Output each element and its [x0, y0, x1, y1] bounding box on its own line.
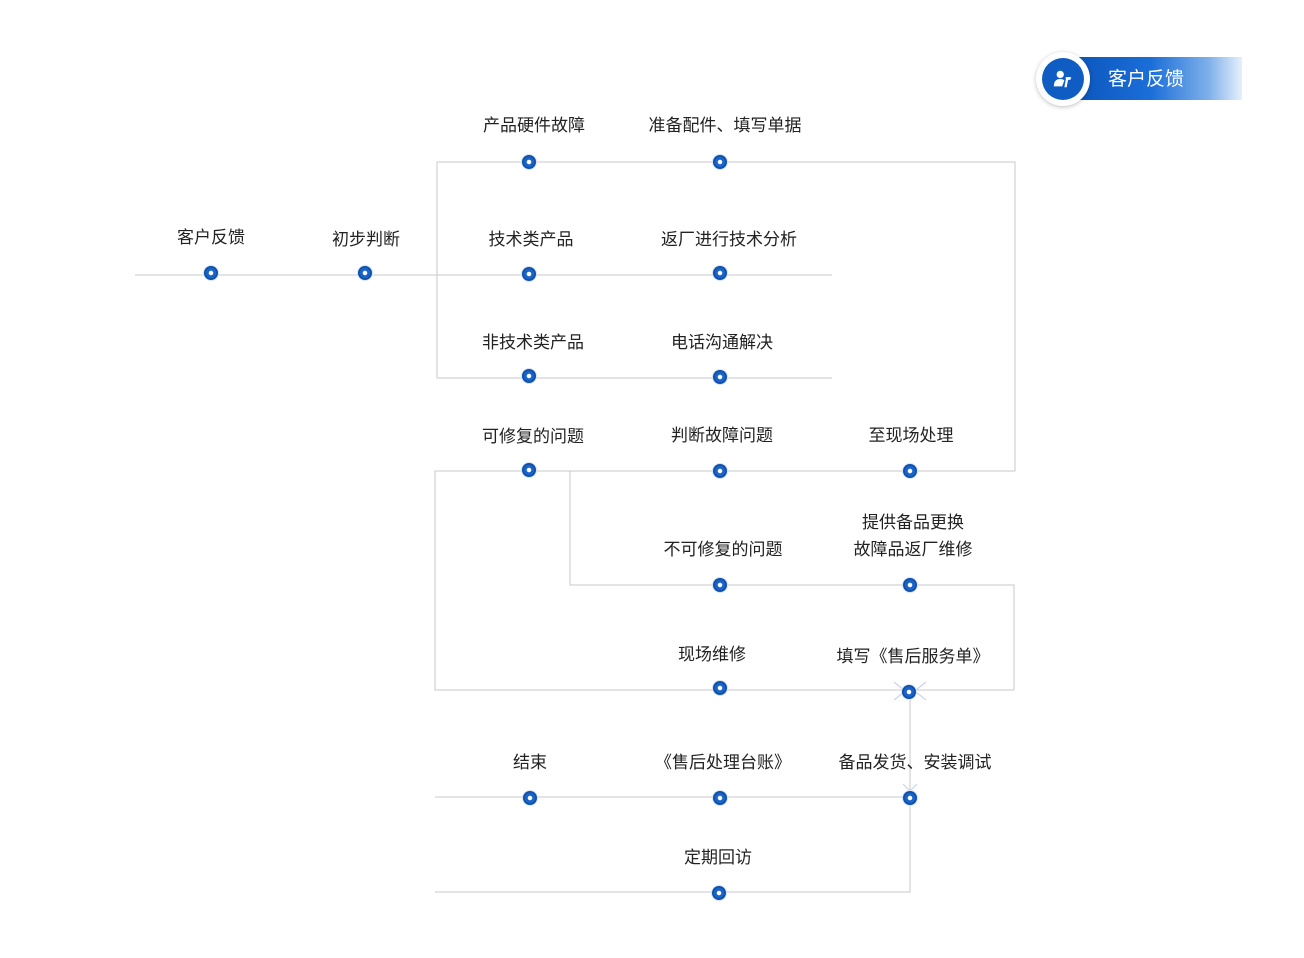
node-return-analysis: [713, 266, 727, 280]
label-nontech-product: 非技术类产品: [482, 333, 584, 353]
node-tech-product: [522, 267, 536, 281]
label-fill-service-form: 填写《售后服务单》: [836, 647, 990, 667]
node-hardware-fault: [522, 155, 536, 169]
node-spare-replace: [903, 578, 917, 592]
node-onsite-repair: [713, 681, 727, 695]
node-fill-service-form: [902, 685, 916, 699]
header-icon-holder: [1036, 52, 1090, 106]
header-badge: 客户反馈: [1036, 52, 1242, 106]
node-judge-fault: [713, 464, 727, 478]
node-nontech-product: [522, 369, 536, 383]
label-repairable: 可修复的问题: [482, 427, 584, 447]
label-ship-install: 备品发货、安装调试: [838, 753, 992, 773]
header-icon-bg: [1042, 58, 1084, 100]
node-ledger: [713, 791, 727, 805]
label-phone-resolve: 电话沟通解决: [671, 333, 773, 353]
label-onsite-handle: 至现场处理: [868, 426, 954, 446]
node-repairable: [522, 463, 536, 477]
label-end: 结束: [513, 753, 547, 773]
label-tech-product: 技术类产品: [488, 230, 574, 250]
label-return-analysis: 返厂进行技术分析: [661, 230, 797, 250]
label-spare-replace: 提供备品更换: [862, 513, 964, 533]
label-hardware-fault: 产品硬件故障: [483, 116, 585, 136]
node-prepare-parts: [713, 155, 727, 169]
node-end: [523, 791, 537, 805]
node-customer-feedback: [204, 266, 218, 280]
label-initial-judgment: 初步判断: [332, 230, 400, 250]
node-phone-resolve: [713, 370, 727, 384]
node-initial-judgment: [358, 266, 372, 280]
label-ledger: 《售后处理台账》: [655, 753, 791, 773]
label-return-repair: 故障品返厂维修: [853, 540, 973, 560]
label-customer-feedback: 客户反馈: [177, 228, 245, 248]
label-judge-fault: 判断故障问题: [671, 426, 773, 446]
label-onsite-repair: 现场维修: [678, 645, 746, 665]
node-onsite-handle: [903, 464, 917, 478]
customer-service-icon: [1053, 70, 1072, 88]
node-unrepairable: [713, 578, 727, 592]
node-ship-install: [903, 791, 917, 805]
header-bar: [1076, 57, 1242, 100]
node-follow-up: [712, 886, 726, 900]
label-follow-up: 定期回访: [684, 848, 752, 868]
label-prepare-parts: 准备配件、填写单据: [648, 116, 802, 136]
header-title: 客户反馈: [1108, 68, 1185, 90]
label-unrepairable: 不可修复的问题: [663, 540, 783, 560]
